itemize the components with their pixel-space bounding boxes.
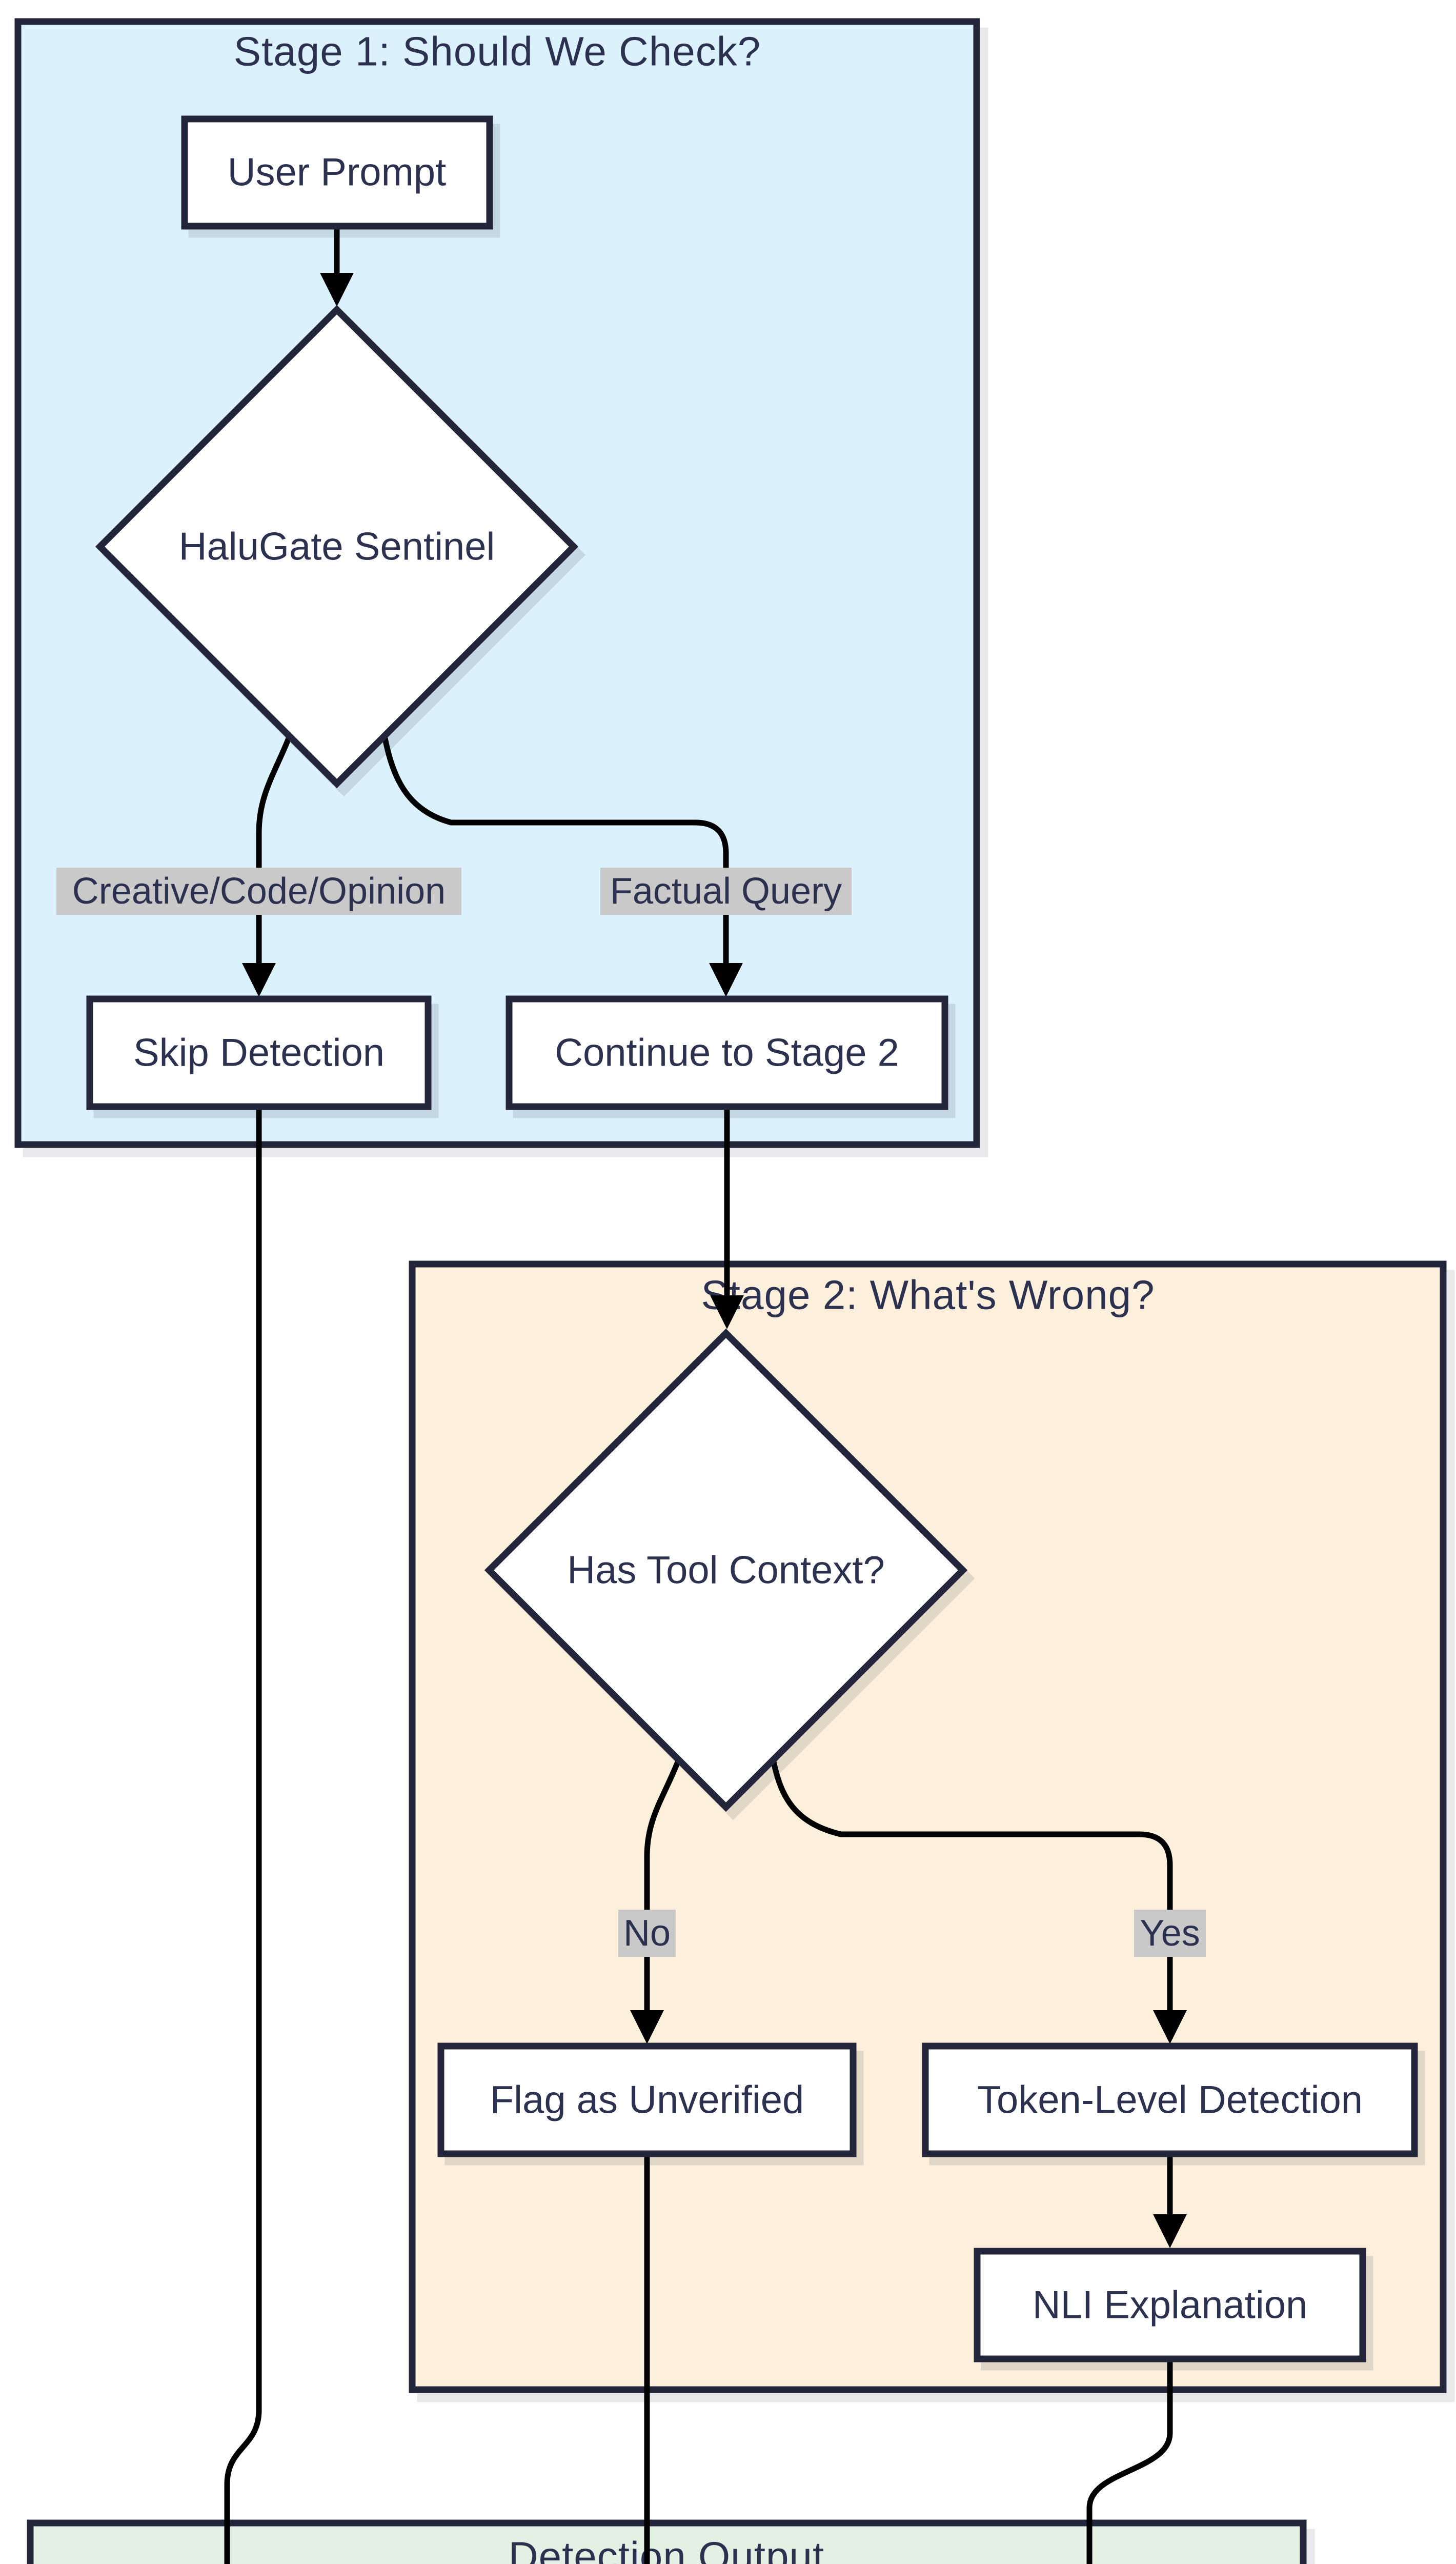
decision-diamond bbox=[484, 1328, 968, 1812]
node-user-prompt: User Prompt bbox=[181, 115, 493, 230]
node-label: Has Tool Context? bbox=[567, 1549, 885, 1592]
edge-label-factual-query: Factual Query bbox=[600, 868, 852, 915]
node-flag-as-unverified: Flag as Unverified bbox=[437, 2042, 857, 2157]
stage-1-title: Stage 1: Should We Check? bbox=[234, 29, 761, 74]
edge-label-bg bbox=[56, 868, 461, 915]
node-label: Token-Level Detection bbox=[977, 2078, 1363, 2122]
decision-diamond bbox=[95, 305, 579, 789]
edge-has-tool-context-to-token bbox=[770, 1758, 1187, 2044]
edge-skip-to-pass-through bbox=[224, 1107, 262, 2564]
stage-2-title: Stage 2: What's Wrong? bbox=[701, 1272, 1155, 1318]
edge-has-tool-context-to-flag bbox=[630, 1758, 682, 2044]
node-label: Continue to Stage 2 bbox=[555, 1031, 899, 1075]
node-box bbox=[974, 2248, 1366, 2362]
edge-label-text: Factual Query bbox=[610, 871, 842, 912]
node-box bbox=[181, 115, 493, 230]
edge-label-bg bbox=[600, 868, 852, 915]
node-box bbox=[922, 2042, 1418, 2157]
edge-label-creative-code-opinion: Creative/Code/Opinion bbox=[56, 868, 461, 915]
edge-label-text: Creative/Code/Opinion bbox=[72, 871, 446, 912]
node-box bbox=[505, 995, 948, 1110]
node-nli-explanation: NLI Explanation bbox=[974, 2248, 1366, 2362]
node-skip-detection: Skip Detection bbox=[86, 995, 432, 1110]
edge-label-text: Yes bbox=[1140, 1913, 1200, 1954]
node-label: User Prompt bbox=[228, 151, 447, 194]
edge-label-bg bbox=[618, 1910, 676, 1957]
detection-output-title: Detection Output bbox=[509, 2534, 824, 2564]
node-label: Flag as Unverified bbox=[490, 2078, 804, 2122]
detection-output-container: Detection Output bbox=[27, 2519, 1307, 2564]
node-halugate-sentinel: HaluGate Sentinel bbox=[95, 305, 579, 789]
edge-label-yes: Yes bbox=[1134, 1910, 1206, 1957]
edge-sentinel-to-continue bbox=[381, 735, 743, 997]
node-box bbox=[437, 2042, 857, 2157]
edge-label-text: No bbox=[623, 1913, 671, 1954]
node-label: HaluGate Sentinel bbox=[179, 525, 495, 569]
node-label: NLI Explanation bbox=[1033, 2283, 1308, 2327]
stage-2-container: Stage 2: What's Wrong? bbox=[409, 1260, 1447, 2393]
node-box bbox=[86, 995, 432, 1110]
node-has-tool-context: Has Tool Context? bbox=[484, 1328, 968, 1812]
edge-nli-to-detailed-report bbox=[1086, 2359, 1173, 2564]
edge-sentinel-to-skip bbox=[242, 734, 293, 997]
node-continue-to-stage-2: Continue to Stage 2 bbox=[505, 995, 948, 1110]
edge-label-bg bbox=[1134, 1910, 1206, 1957]
node-token-level-detection: Token-Level Detection bbox=[922, 2042, 1418, 2157]
stage-2-box bbox=[409, 1260, 1447, 2393]
edge-label-no: No bbox=[618, 1910, 676, 1957]
node-label: Skip Detection bbox=[133, 1031, 385, 1075]
